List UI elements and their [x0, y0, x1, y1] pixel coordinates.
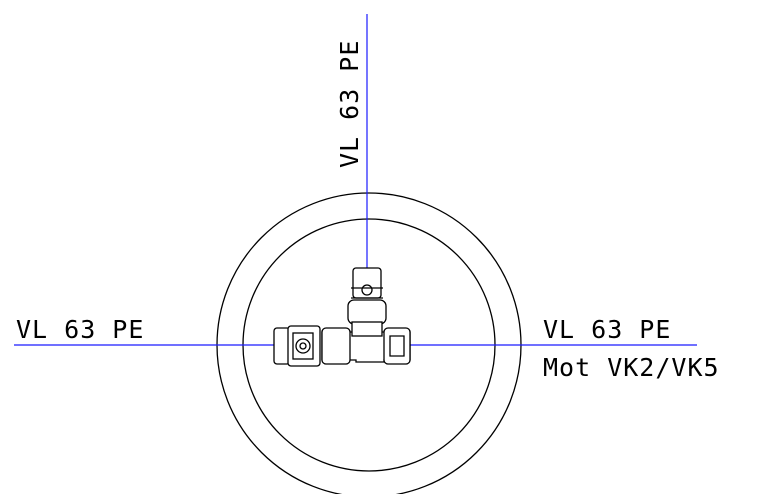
- valve-left-spindle: [299, 342, 307, 350]
- valve-left-stem-box: [292, 332, 314, 360]
- tee-detail: [389, 335, 405, 357]
- valve-left: [273, 325, 321, 367]
- label-top-pipe: VL 63 PE: [335, 40, 364, 168]
- label-left-pipe: VL 63 PE: [16, 315, 144, 344]
- tee-left-socket: [321, 327, 351, 365]
- valve-top-flange: [351, 287, 383, 299]
- valve-left-body: [287, 325, 321, 367]
- valve-left-handwheel: [295, 338, 311, 354]
- valve-top-body: [352, 267, 382, 299]
- valve-top-coupling: [347, 299, 387, 325]
- valve-top-handwheel: [361, 284, 373, 296]
- tee-branch: [351, 321, 383, 337]
- label-right-destination: Mot VK2/VK5: [543, 353, 720, 382]
- label-right-pipe: VL 63 PE: [543, 315, 671, 344]
- tee-right-socket: [383, 327, 411, 365]
- tee-fitting: [321, 321, 411, 365]
